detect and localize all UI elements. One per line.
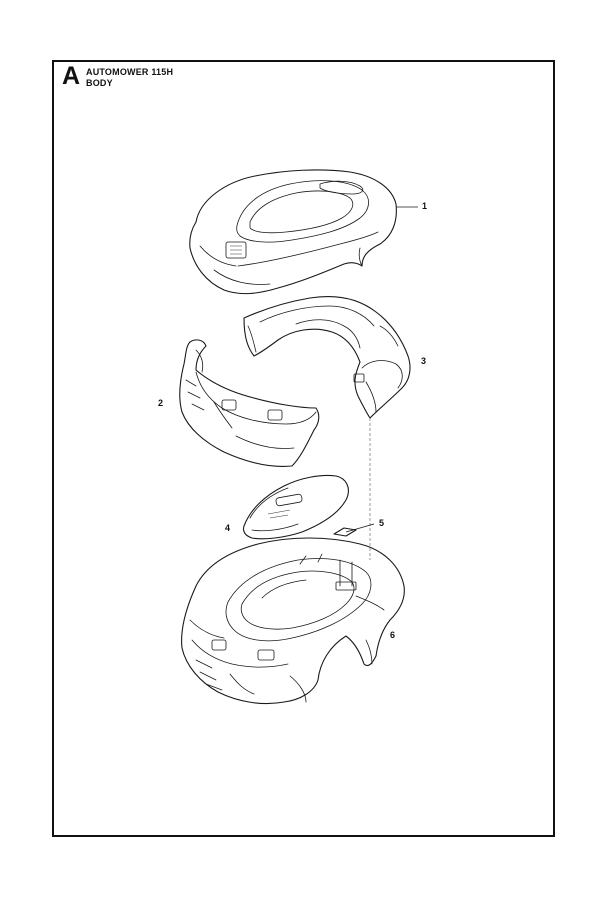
- part-5-clip[interactable]: [333, 527, 357, 537]
- group-title: BODY: [86, 78, 113, 88]
- callout-3[interactable]: 3: [421, 356, 427, 366]
- model-title: AUTOMOWER 115H: [86, 67, 174, 77]
- callout-1[interactable]: 1: [422, 201, 428, 211]
- part-6-chassis[interactable]: [181, 537, 405, 705]
- part-3-rear-skirt[interactable]: [243, 295, 411, 419]
- callout-4[interactable]: 4: [225, 523, 231, 533]
- callout-6[interactable]: 6: [390, 630, 396, 640]
- part-2-front-skirt[interactable]: [179, 339, 320, 467]
- part-4-hatch-cover[interactable]: [242, 474, 349, 540]
- callout-2[interactable]: 2: [158, 398, 164, 408]
- drawing-frame: [52, 60, 555, 837]
- callout-5[interactable]: 5: [379, 518, 385, 528]
- part-1-top-cover[interactable]: [189, 169, 397, 295]
- section-letter: A: [62, 62, 81, 90]
- leader-line-5: [345, 523, 375, 533]
